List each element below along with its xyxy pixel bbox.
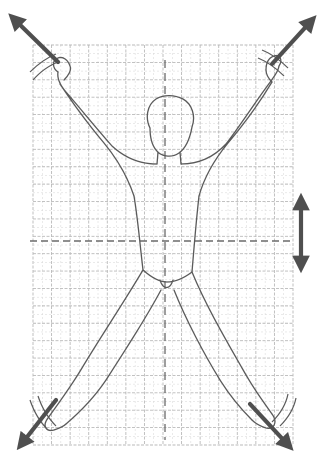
head-outline [147,96,193,157]
arrow-upper-left [12,17,58,62]
hip-outline [143,270,192,288]
arrow-lower-left [20,400,56,446]
arc-lower-right [280,398,296,426]
torso-right-outline [192,196,199,272]
arrow-upper-right [272,19,313,64]
right-arm-outline [181,66,279,196]
arrows [12,17,313,447]
left-foot-outline [45,418,66,430]
right-leg-outline [174,272,272,420]
